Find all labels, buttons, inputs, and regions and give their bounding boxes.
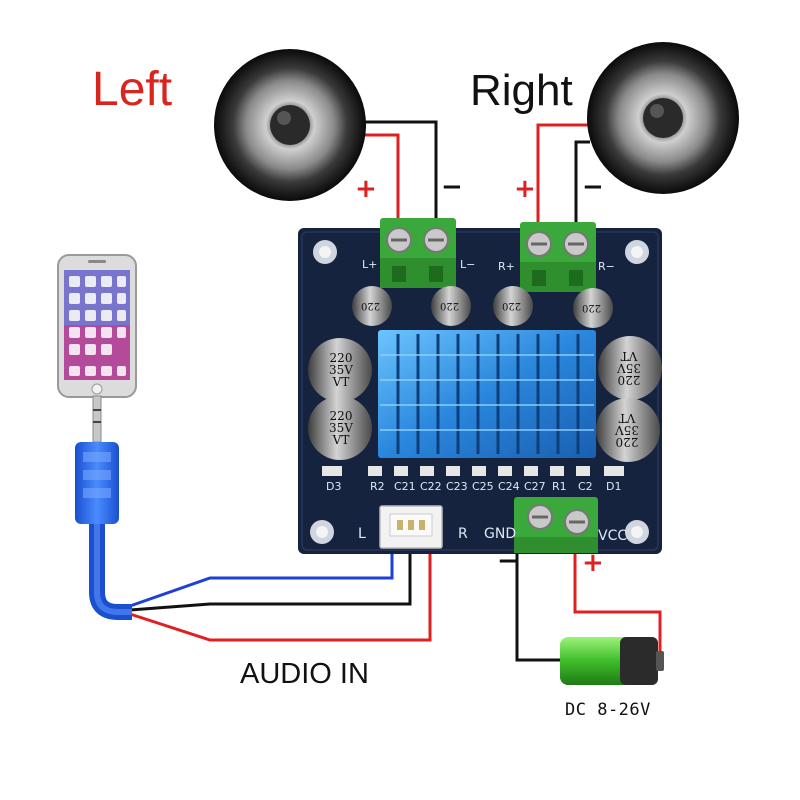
silk-part-c21: C21 [394,480,416,493]
silk-part-c24: C24 [498,480,520,493]
left-speaker-wires [360,120,438,232]
left-plus-mark: + [355,174,377,204]
silk-vcc: VCC [598,528,628,544]
cap-voltage: 35V [329,363,353,377]
power-minus-mark: − [497,546,519,576]
silk-part-d1: D1 [606,480,622,493]
left-minus-mark: − [441,172,463,202]
amplifier-board [298,218,662,554]
right-channel-label: Right [470,66,573,115]
small-capacitors [352,286,613,328]
audio-input-connector [379,505,443,549]
silk-right-plus: R+ [498,260,515,273]
silk-input-left: L [358,526,366,542]
power-terminal [514,497,598,553]
small-cap-marking-2: 220 [440,300,460,311]
cap-voltage: 35V [617,361,641,375]
left-speaker-terminal [380,218,456,288]
power-plus-mark: + [582,548,604,578]
silk-gnd: GND [484,526,517,542]
large-capacitors [308,336,662,462]
cap-marking-left-bottom: 220 35V VT [324,410,358,446]
audio-input-wires [129,548,432,642]
small-cap-marking-4: 220 [582,302,602,313]
cap-voltage: 35V [615,423,639,437]
silk-part-r2: R2 [370,480,385,493]
audio-in-label: AUDIO IN [240,658,369,690]
silk-part-d3: D3 [326,480,342,493]
cap-marking-right-top: 220 35V VT [612,349,646,387]
small-cap-marking-3: 220 [502,300,522,311]
audio-jack-plug [75,395,132,620]
smd-components [322,466,624,476]
left-speaker [214,49,366,201]
silk-part-c22: C22 [420,480,442,493]
cap-value: 220 [329,351,353,365]
silk-input-right: R [458,526,468,542]
cap-marking-right-bottom: 220 35V VT [610,411,644,449]
battery [560,637,664,685]
heatsink [378,330,596,458]
silk-part-c25: C25 [472,480,494,493]
silk-part-c23: C23 [446,480,468,493]
silk-right-minus: R− [598,260,615,273]
cap-value: 220 [329,409,353,423]
cap-brand: VT [332,433,350,447]
left-channel-label: Left [92,63,173,116]
right-plus-mark: + [514,174,536,204]
right-speaker [587,42,739,194]
silk-part-r1: R1 [552,480,567,493]
silk-part-c2: C2 [578,480,593,493]
right-speaker-terminal [520,222,596,292]
cap-marking-left-top: 220 35V VT [324,352,358,388]
right-minus-mark: − [582,172,604,202]
cap-value: 220 [615,435,639,449]
cap-voltage: 35V [329,421,353,435]
power-wires [515,548,662,662]
phone [57,254,137,398]
cap-value: 220 [617,373,641,387]
dc-supply-label: DC 8-26V [565,700,651,720]
silk-left-plus: L+ [362,258,378,271]
silk-left-minus: L− [460,258,476,271]
mounting-holes [310,240,649,544]
cap-brand: VT [332,375,350,389]
silk-part-c27: C27 [524,480,546,493]
right-speaker-wires [536,123,592,232]
small-cap-marking-1: 220 [361,300,381,311]
